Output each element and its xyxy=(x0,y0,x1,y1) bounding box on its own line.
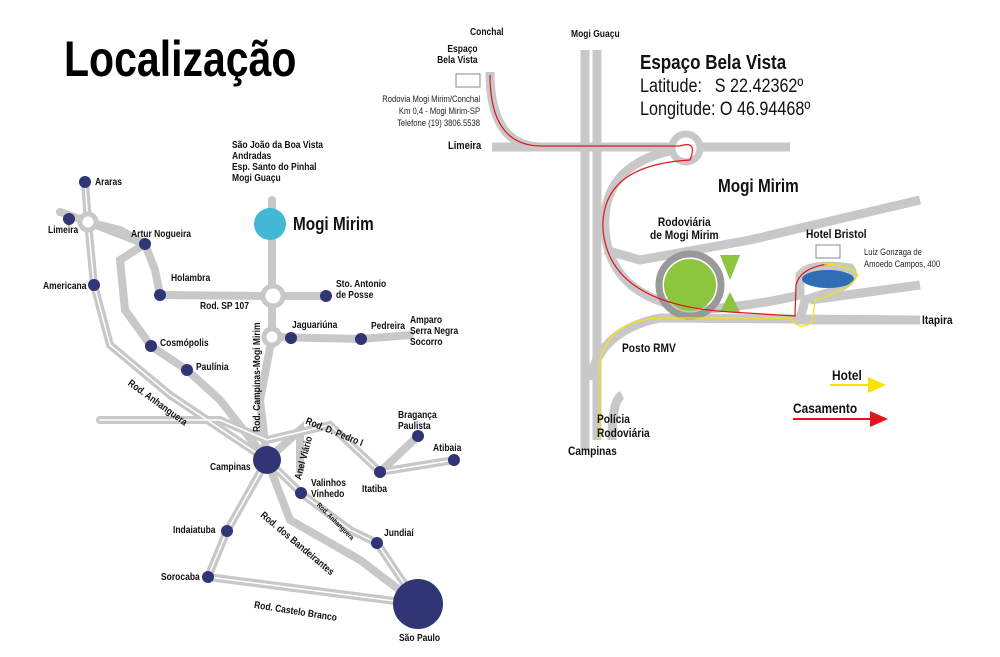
road-label: Rod. Campinas-Mogi Mirim xyxy=(252,322,263,432)
place-label: Conchal xyxy=(470,27,504,38)
city-label: Paulínia xyxy=(196,362,229,373)
city-label: Holambra xyxy=(171,273,211,284)
line: de Mogi Mirim xyxy=(650,228,719,242)
city-label: Sorocaba xyxy=(161,572,200,583)
place-label: Campinas xyxy=(568,444,617,458)
road-label: Rod. SP 107 xyxy=(200,301,249,312)
hotel-route xyxy=(599,263,859,440)
line: Valinhos xyxy=(311,478,346,489)
page-title: Localização xyxy=(64,31,297,87)
line: Telefone (19) 3806.5538 xyxy=(397,118,480,128)
line: Bela Vista xyxy=(437,55,478,66)
city-label: Artur Nogueira xyxy=(131,229,191,240)
latitude-label: Latitude: xyxy=(640,76,702,97)
mogi-mirim-label: Mogi Mirim xyxy=(293,214,374,234)
city-title: Mogi Mirim xyxy=(718,176,799,196)
city-label: Limeira xyxy=(48,225,79,236)
longitude-value: O 46.94468º xyxy=(719,99,811,120)
line: Rodoviária xyxy=(657,215,711,229)
place-label: Mogi Guaçu xyxy=(571,29,620,40)
line: Paulista xyxy=(398,421,431,432)
city-label: Pedreira xyxy=(371,321,406,332)
venue-title: Espaço Bela Vista xyxy=(640,52,787,74)
city-label: Araras xyxy=(95,177,122,188)
city-label: Campinas xyxy=(210,462,251,473)
legend-hotel: Hotel xyxy=(832,367,862,383)
line: Luiz Gonzaga de xyxy=(864,247,922,257)
city-label: Jundiaí xyxy=(384,528,414,539)
line: Vinhedo xyxy=(311,489,345,500)
city-label: Americana xyxy=(43,281,87,292)
longitude-label: Longitude: xyxy=(640,99,716,120)
line: Amoedo Campos, 400 xyxy=(864,259,941,269)
line: Km 0,4 - Mogi Mirim-SP xyxy=(398,106,480,116)
line: Bragança xyxy=(398,410,437,421)
city-label: Atibaia xyxy=(433,443,462,454)
line: Polícia xyxy=(597,412,630,426)
legend-arrows xyxy=(793,377,888,427)
line: Serra Negra xyxy=(410,326,459,337)
line: Socorro xyxy=(410,337,443,348)
venue-address: Rodovia Mogi Mirim/Conchal Km 0,4 - Mogi… xyxy=(382,93,480,129)
line: Rodovia Mogi Mirim/Conchal xyxy=(382,94,480,104)
dest-label: Mogi Guaçu xyxy=(232,173,281,184)
city-dots xyxy=(63,176,460,629)
city-label: Itatiba xyxy=(362,484,388,495)
hotel-marker xyxy=(815,244,841,259)
hotel-label: Hotel Bristol xyxy=(806,227,867,241)
lake xyxy=(802,270,854,288)
dest-label: São João da Boa Vista xyxy=(232,140,324,151)
city-label: São Paulo xyxy=(399,633,441,644)
regional-roads xyxy=(56,178,458,608)
dest-label: Esp. Santo do Pinhal xyxy=(232,162,317,173)
city-label: Cosmópolis xyxy=(160,338,209,349)
line: Sto. Antonio xyxy=(336,279,387,290)
wedding-route xyxy=(489,74,829,317)
city-label: Indaiatuba xyxy=(173,525,216,536)
park xyxy=(664,259,716,311)
dest-label: Andradas xyxy=(232,151,272,162)
hotel-address: Luiz Gonzaga de Amoedo Campos, 400 xyxy=(864,246,940,270)
line: Amparo xyxy=(410,315,443,326)
place-label: Posto RMV xyxy=(622,341,676,355)
place-label: Limeira xyxy=(448,140,482,152)
line: Espaço xyxy=(447,44,478,55)
line: Rodoviária xyxy=(597,426,650,440)
venue-marker xyxy=(455,73,481,88)
city-label: Jaguariúna xyxy=(292,320,338,331)
mogi-mirim-marker xyxy=(254,208,286,240)
venue-info: Espaço Bela Vista Latitude: S 22.42362º L… xyxy=(640,52,810,121)
latitude-value: S 22.42362º xyxy=(714,76,804,97)
north-destinations: São João da Boa Vista Andradas Esp. Sant… xyxy=(232,140,323,184)
line: de Posse xyxy=(336,290,374,301)
place-label: Itapira xyxy=(922,313,953,327)
legend-wedding: Casamento xyxy=(793,400,858,416)
